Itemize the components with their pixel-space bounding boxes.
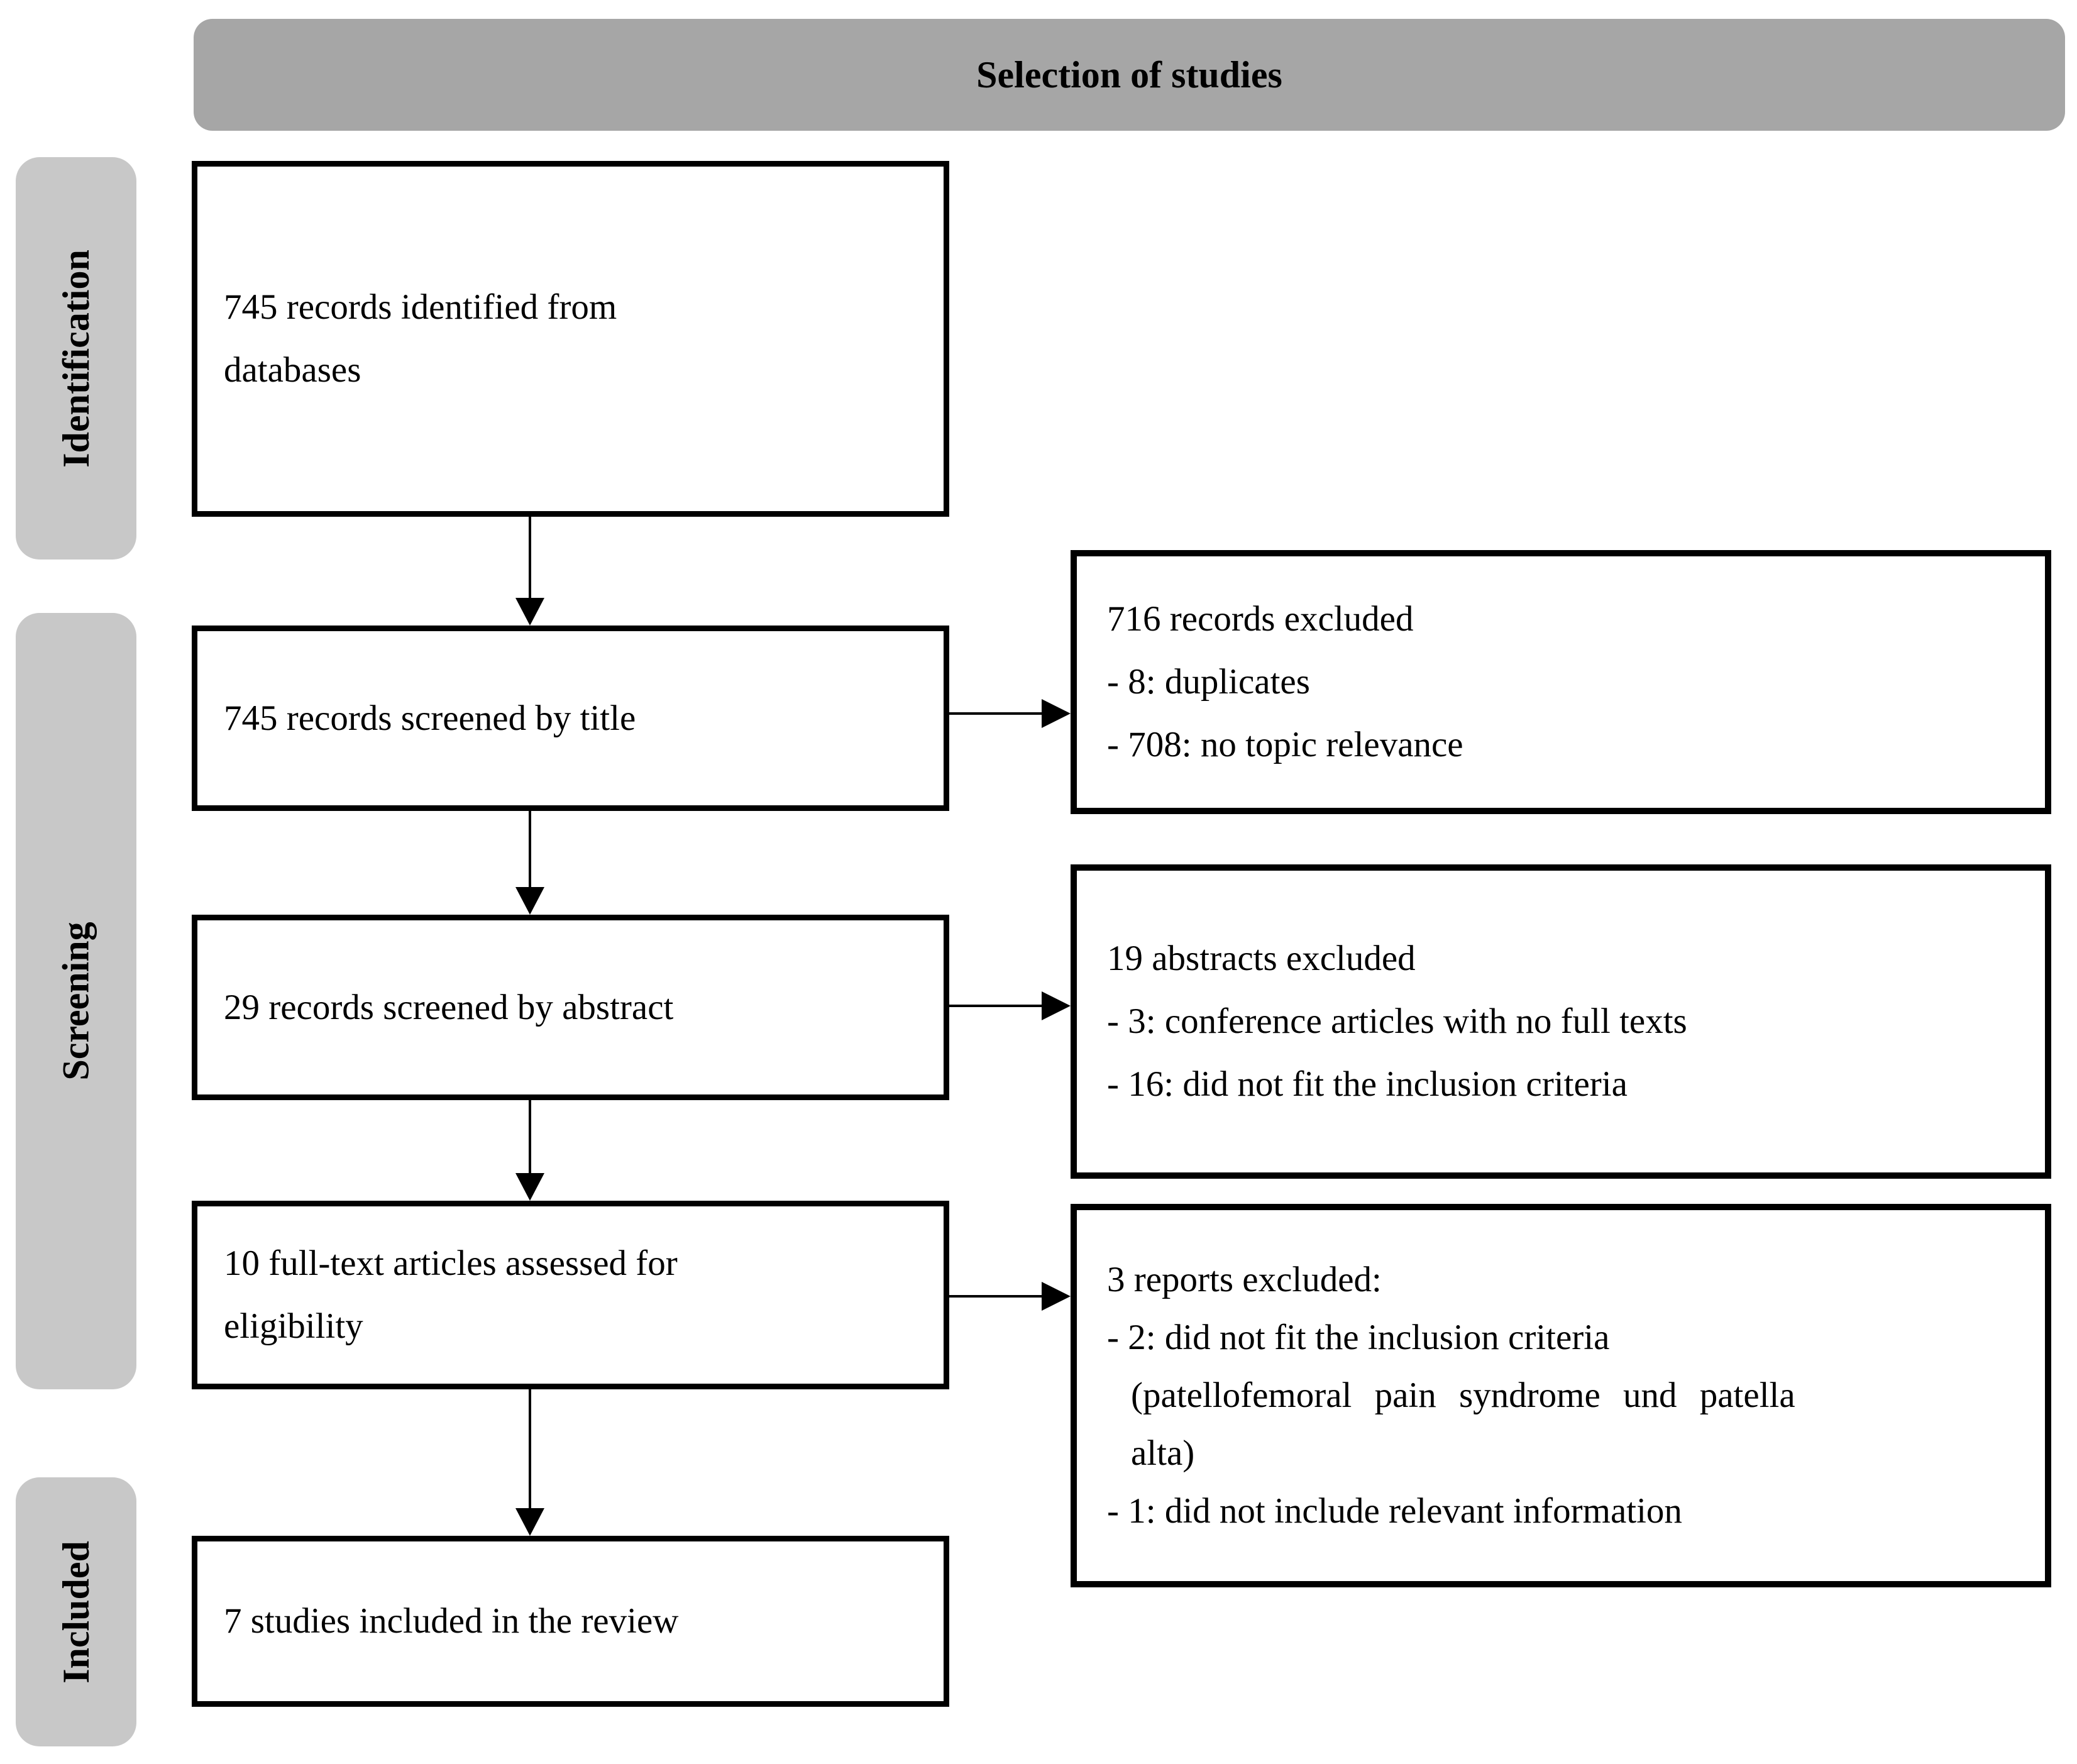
stage-label-screening-text: Screening bbox=[55, 922, 97, 1081]
stage-label-identification: Identification bbox=[16, 157, 136, 560]
box-text-line: 19 abstracts excluded bbox=[1107, 939, 1416, 978]
box-excluded-by-abstract: 19 abstracts excluded - 3: conference ar… bbox=[1071, 864, 2051, 1179]
stage-label-included-text: Included bbox=[55, 1540, 97, 1684]
box-text-line: - 16: did not fit the inclusion criteria bbox=[1107, 1064, 1628, 1104]
stage-label-included: Included bbox=[16, 1477, 136, 1746]
box-text-line: 745 records identified from bbox=[224, 287, 617, 327]
box-text-line: 716 records excluded bbox=[1107, 599, 1414, 639]
box-text-line: - 8: duplicates bbox=[1107, 662, 1310, 702]
box-records-identified: 745 records identified from databases bbox=[192, 161, 949, 517]
box-text-line: - 2: did not fit the inclusion criteria bbox=[1107, 1318, 1610, 1357]
box-text-line: - 708: no topic relevance bbox=[1107, 725, 1463, 764]
box-text-line: - 1: did not include relevant informatio… bbox=[1107, 1491, 1682, 1531]
box-records-screened-abstract: 29 records screened by abstract bbox=[192, 915, 949, 1100]
header-banner: Selection of studies bbox=[194, 19, 2065, 131]
box-fulltext-assessed: 10 full-text articles assessed for eligi… bbox=[192, 1201, 949, 1389]
box-excluded-by-title: 716 records excluded - 8: duplicates - 7… bbox=[1071, 550, 2051, 814]
box-text-line: 745 records screened by title bbox=[224, 698, 636, 738]
box-text-line: 3 reports excluded: bbox=[1107, 1260, 1382, 1299]
box-text-line: 10 full-text articles assessed for bbox=[224, 1243, 678, 1283]
box-text-line: alta) bbox=[1131, 1433, 1195, 1473]
box-text-line: 7 studies included in the review bbox=[224, 1601, 679, 1641]
box-text-line: 29 records screened by abstract bbox=[224, 987, 674, 1027]
box-text-line: - 3: conference articles with no full te… bbox=[1107, 1001, 1687, 1041]
box-text-line: (patellofemoral pain syndrome und patell… bbox=[1131, 1375, 1795, 1415]
box-excluded-fulltext: 3 reports excluded: - 2: did not fit the… bbox=[1071, 1204, 2051, 1587]
box-text-line: eligibility bbox=[224, 1306, 363, 1346]
box-text-line: databases bbox=[224, 350, 361, 390]
stage-label-identification-text: Identification bbox=[55, 249, 97, 468]
diagram-title: Selection of studies bbox=[976, 53, 1282, 96]
stage-label-screening: Screening bbox=[16, 613, 136, 1389]
box-records-screened-title: 745 records screened by title bbox=[192, 626, 949, 811]
box-studies-included: 7 studies included in the review bbox=[192, 1536, 949, 1707]
